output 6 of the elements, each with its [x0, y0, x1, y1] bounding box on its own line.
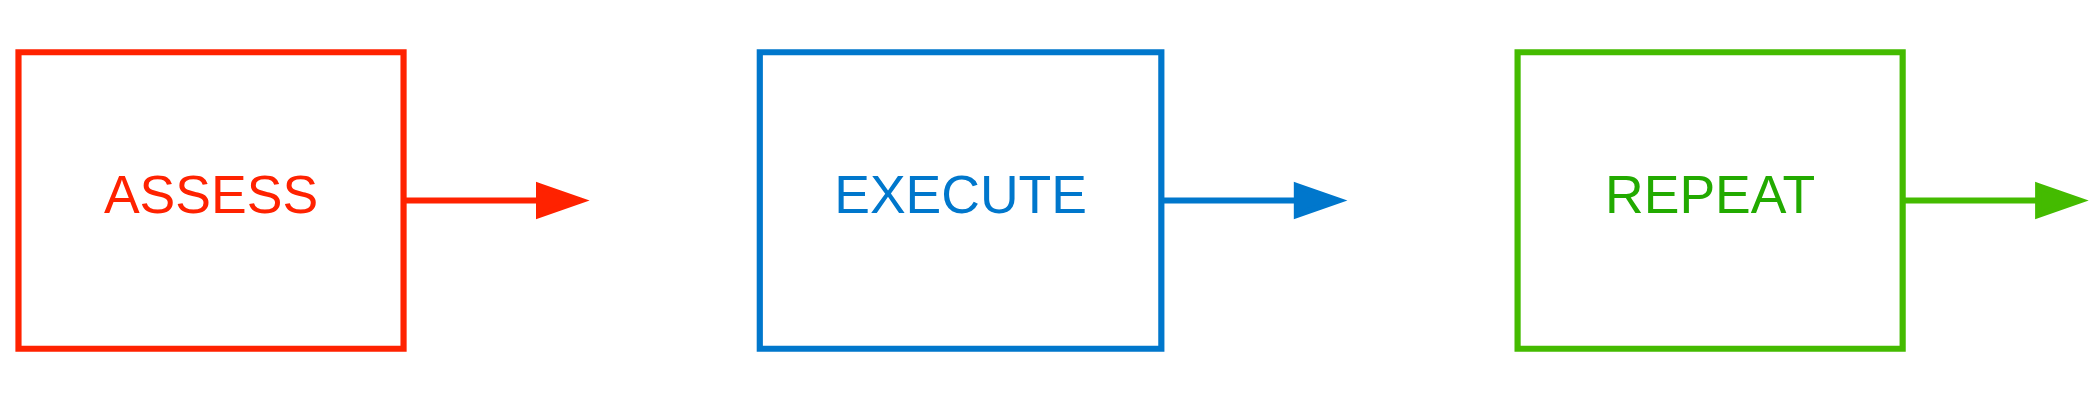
arrow [403, 181, 590, 219]
arrow [1161, 181, 1348, 219]
node-box: REPEAT [1514, 48, 1906, 352]
node-box: EXECUTE [756, 48, 1165, 352]
arrow [1902, 181, 2089, 219]
node-box: ASSESS [15, 48, 407, 352]
